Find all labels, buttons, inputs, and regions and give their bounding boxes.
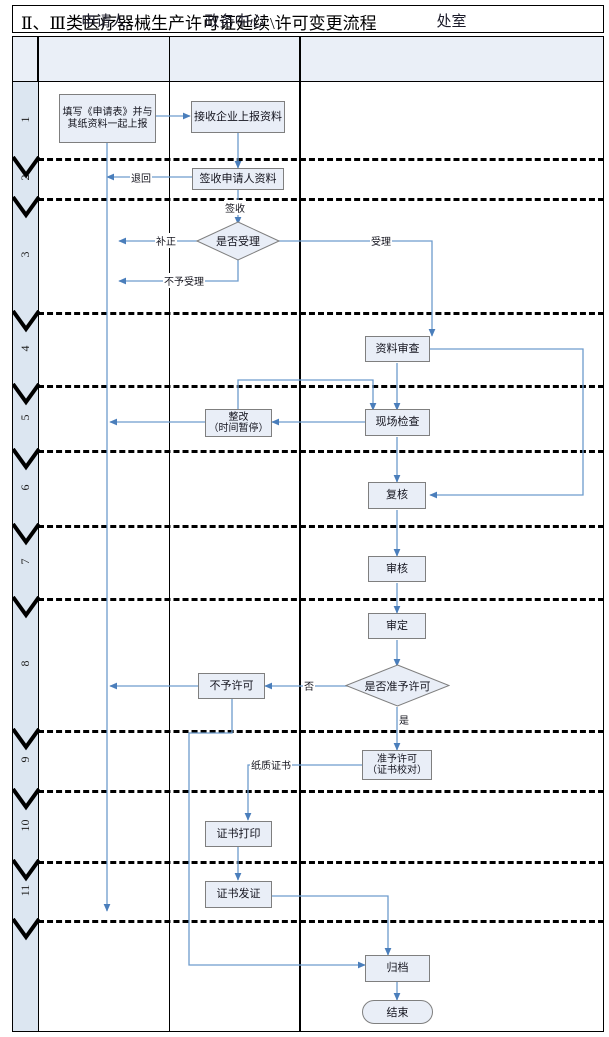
step-number-10: 10 bbox=[18, 819, 32, 831]
edge-label-no: 否 bbox=[303, 678, 315, 693]
step-chevron-6 bbox=[12, 523, 40, 547]
lane-separator-7 bbox=[38, 598, 604, 601]
node-grant-permit[interactable]: 准予许可 （证书校对） bbox=[362, 750, 432, 780]
lane-separator-1 bbox=[38, 158, 604, 161]
lane-separator-2 bbox=[38, 198, 604, 201]
divider-step-applicant bbox=[37, 37, 39, 1031]
step-number-2: 2 bbox=[18, 174, 32, 181]
node-end[interactable]: 结束 bbox=[362, 1000, 433, 1024]
divider-center-office bbox=[299, 37, 301, 1031]
step-number-9: 9 bbox=[18, 756, 32, 763]
lane-header-applicant: 申请人 bbox=[80, 14, 126, 30]
edge-label-return: 退回 bbox=[130, 170, 152, 185]
diagram-title-bar: Ⅱ、Ⅲ类医疗器械生产许可证延续\许可变更流程 bbox=[12, 5, 604, 33]
step-number-3: 3 bbox=[18, 251, 32, 258]
step-chevron-11 bbox=[12, 918, 40, 942]
node-archive[interactable]: 归档 bbox=[365, 955, 430, 982]
step-chevron-8 bbox=[12, 728, 40, 752]
edge-label-correct: 补正 bbox=[155, 233, 177, 248]
node-rectify[interactable]: 整改 （时间暂停） bbox=[205, 409, 272, 437]
lane-header-office: 处室 bbox=[436, 14, 467, 30]
edge-label-yes: 是 bbox=[398, 712, 410, 727]
node-grant-permit-line2: （证书校对） bbox=[367, 765, 427, 776]
node-permit-decision[interactable]: 是否准予许可 bbox=[344, 664, 451, 707]
node-permit-decision-label: 是否准予许可 bbox=[364, 680, 431, 693]
node-rectify-line2: （时间暂停） bbox=[208, 423, 269, 434]
lane-separator-10 bbox=[38, 861, 604, 864]
step-number-8: 8 bbox=[18, 660, 32, 667]
page-title: Ⅱ、Ⅲ类医疗器械生产许可证延续\许可变更流程 bbox=[21, 14, 377, 33]
edge-label-signoff: 签收 bbox=[224, 200, 246, 215]
node-rectify-line1: 整改 bbox=[228, 412, 249, 423]
lane-separator-8 bbox=[38, 730, 604, 733]
lane-separator-5 bbox=[38, 450, 604, 453]
step-chevron-7 bbox=[12, 596, 40, 620]
node-accept-decision[interactable]: 是否受理 bbox=[195, 221, 281, 261]
node-recheck[interactable]: 复核 bbox=[368, 482, 426, 509]
node-fill-form[interactable]: 填写《申请表》并与其纸资料一起上报 bbox=[59, 94, 156, 143]
lane-header-center: 政务中心 bbox=[204, 14, 265, 30]
edge-label-not-accept: 不予受理 bbox=[163, 273, 205, 288]
step-number-6: 6 bbox=[18, 484, 32, 490]
step-chevron-2 bbox=[12, 196, 40, 220]
step-number-4: 4 bbox=[18, 345, 32, 351]
node-audit[interactable]: 审核 bbox=[368, 556, 426, 582]
node-signoff[interactable]: 签收申请人资料 bbox=[192, 168, 284, 190]
step-chevron-10 bbox=[12, 859, 40, 883]
step-chevron-1 bbox=[12, 156, 40, 180]
table-frame bbox=[12, 36, 604, 1032]
step-chevron-5 bbox=[12, 448, 40, 472]
step-number-1: 1 bbox=[18, 116, 32, 123]
divider-applicant-center bbox=[169, 37, 170, 1031]
diamond-shape bbox=[195, 221, 281, 261]
node-no-permit[interactable]: 不予许可 bbox=[198, 673, 265, 699]
node-approve[interactable]: 审定 bbox=[368, 613, 426, 639]
diamond-shape bbox=[344, 664, 451, 707]
node-cert-print[interactable]: 证书打印 bbox=[205, 821, 272, 847]
edge-label-paper-cert: 纸质证书 bbox=[250, 757, 292, 772]
step-chevron-3 bbox=[12, 310, 40, 334]
lane-separator-3 bbox=[38, 312, 604, 315]
step-number-column bbox=[13, 82, 38, 1031]
step-chevron-9 bbox=[12, 788, 40, 812]
step-chevron-4 bbox=[12, 383, 40, 407]
node-cert-issue[interactable]: 证书发证 bbox=[205, 881, 272, 908]
step-number-7: 7 bbox=[18, 558, 32, 564]
lane-separator-11 bbox=[38, 920, 604, 923]
lane-separator-9 bbox=[38, 790, 604, 793]
edge-label-accept: 受理 bbox=[370, 233, 392, 248]
lane-header-row bbox=[13, 37, 603, 82]
node-doc-review[interactable]: 资料审查 bbox=[365, 336, 430, 362]
node-accept-decision-label: 是否受理 bbox=[216, 236, 260, 248]
lane-separator-6 bbox=[38, 525, 604, 528]
step-number-11: 11 bbox=[18, 884, 32, 896]
node-site-check[interactable]: 现场检查 bbox=[365, 409, 430, 436]
node-grant-permit-line1: 准予许可 bbox=[377, 754, 417, 765]
lane-separator-4 bbox=[38, 385, 604, 388]
node-receive[interactable]: 接收企业上报资料 bbox=[191, 101, 285, 133]
step-number-5: 5 bbox=[18, 414, 32, 420]
